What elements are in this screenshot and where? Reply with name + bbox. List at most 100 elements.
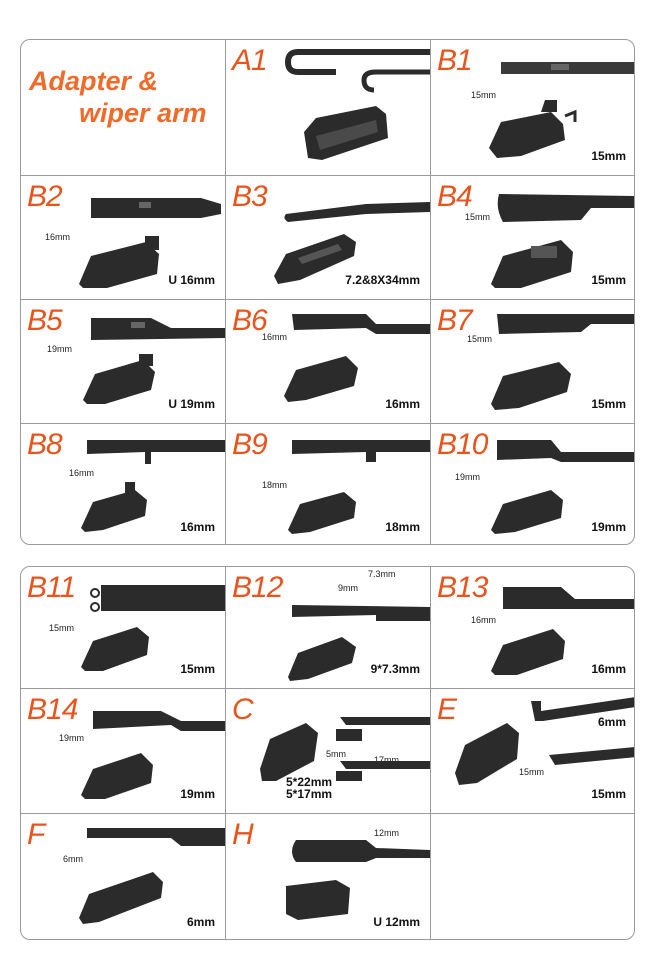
adapter-cell-f: F 6mm 6mm: [21, 814, 226, 939]
arm-adapter-illustration: [81, 585, 225, 671]
size-label: 6mm: [597, 715, 626, 729]
adapter-code: H: [232, 818, 254, 851]
arm-adapter-illustration: [491, 440, 634, 534]
adapter-code: B11: [27, 571, 76, 604]
title-line-1: Adapter &: [29, 66, 159, 96]
adapter-cell-b6: B6 16mm 16mm: [226, 300, 431, 424]
adapter-panel-top: Adapter & wiper arm A1 B1 15mm: [20, 39, 635, 545]
arm-adapter-illustration: [491, 587, 634, 675]
adapter-code: B13: [437, 571, 488, 604]
u-hook-illustration: [286, 840, 430, 920]
size-label: 5*22mm: [286, 775, 333, 789]
size-label: U 12mm: [373, 915, 420, 929]
flat-arm-illustration: [79, 828, 225, 924]
size-label: 6mm: [186, 915, 215, 929]
arm-adapter-illustration: [288, 440, 430, 534]
adapter-cell-b10: B10 19mm 19mm: [431, 424, 634, 544]
adapter-cell-h: H 12mm U 12mm: [226, 814, 431, 939]
size-label: 16mm: [385, 397, 420, 411]
dimension-label: 5mm: [326, 749, 346, 759]
size-label: 15mm: [591, 787, 626, 801]
arm-adapter-illustration: [284, 314, 430, 402]
dimension-label: 16mm: [262, 332, 288, 342]
adapter-cell-b7: B7 15mm 15mm: [431, 300, 634, 424]
adapter-cell-b14: B14 19mm 19mm: [21, 689, 226, 814]
dimension-label: 15mm: [467, 334, 493, 344]
arm-adapter-illustration: [491, 314, 634, 410]
adapter-cell-b4: B4 15mm 15mm: [431, 176, 634, 300]
dimension-label: 19mm: [59, 733, 85, 743]
size-label: 15mm: [591, 397, 626, 411]
dimension-label: 6mm: [63, 854, 83, 864]
dimension-label: 16mm: [69, 468, 95, 478]
adapter-code: B8: [27, 428, 63, 461]
adapter-code: E: [437, 693, 457, 726]
adapter-code: B1: [437, 44, 473, 77]
dimension-label: 9mm: [338, 583, 358, 593]
adapter-code: B2: [27, 180, 63, 213]
bayonet-arm-illustration: [455, 697, 634, 785]
adapter-cell-b1: B1 15mm 15mm: [431, 40, 634, 176]
adapter-cell-b11: B11 15mm 15mm: [21, 567, 226, 689]
size-label: 16mm: [180, 520, 215, 534]
size-label: 19mm: [180, 787, 215, 801]
dimension-label: 15mm: [519, 767, 545, 777]
dimension-label: 19mm: [455, 472, 481, 482]
size-label: 9*7.3mm: [370, 662, 420, 676]
adapter-code: B3: [232, 180, 268, 213]
arm-adapter-illustration: [81, 711, 225, 799]
size-label: 5*17mm: [286, 787, 333, 801]
adapter-code: B7: [437, 304, 473, 337]
hook-arm-illustration: [284, 49, 430, 160]
flat-arm-illustration: [288, 605, 430, 681]
size-label: U 16mm: [168, 273, 215, 287]
adapter-code: C: [232, 693, 254, 726]
adapter-code: B12: [232, 571, 283, 604]
size-label: 15mm: [180, 662, 215, 676]
adapter-cell-e: E 15mm 6mm 15mm: [431, 689, 634, 814]
size-label: U 19mm: [168, 397, 215, 411]
adapter-panel-bottom: B11 15mm 15mm B12 7.3mm 9mm 9*7.3mm B13: [20, 566, 635, 940]
pin-arm-illustration: [274, 202, 430, 284]
adapter-code: B5: [27, 304, 63, 337]
arm-adapter-illustration: [79, 198, 221, 288]
adapter-cell-b2: B2 16mm U 16mm: [21, 176, 226, 300]
dimension-label: 15mm: [465, 212, 491, 222]
dimension-label: 19mm: [47, 344, 73, 354]
size-label: 18mm: [385, 520, 420, 534]
adapter-cell-b3: B3 7.2&8X34mm: [226, 176, 431, 300]
adapter-code: A1: [232, 44, 268, 77]
adapter-code: F: [27, 818, 45, 851]
adapter-cell-c: C 22mm 5mm 17mm 5*22mm 5*17mm: [226, 689, 431, 814]
adapter-cell-a1: A1: [226, 40, 431, 176]
adapter-code: B10: [437, 428, 488, 461]
adapter-code: B4: [437, 180, 473, 213]
adapter-cell-b8: B8 16mm 16mm: [21, 424, 226, 544]
dimension-label: 16mm: [45, 232, 71, 242]
title-cell: Adapter & wiper arm: [21, 40, 226, 176]
size-label: 16mm: [591, 662, 626, 676]
size-label: 15mm: [591, 149, 626, 163]
side-pin-illustration: [260, 717, 430, 781]
dimension-label: 7.3mm: [368, 569, 396, 579]
size-label: 15mm: [591, 273, 626, 287]
arm-adapter-illustration: [489, 62, 634, 158]
dimension-label: 17mm: [374, 755, 400, 765]
dimension-label: 12mm: [374, 828, 400, 838]
adapter-code: B14: [27, 693, 78, 726]
adapter-cell-b5: B5 19mm U 19mm: [21, 300, 226, 424]
adapter-cell-b13: B13 16mm 16mm: [431, 567, 634, 689]
empty-cell: [431, 814, 634, 939]
arm-adapter-illustration: [81, 440, 225, 532]
dimension-label: 15mm: [49, 623, 75, 633]
title-line-2: wiper arm: [79, 98, 207, 128]
adapter-code: B9: [232, 428, 268, 461]
adapter-cell-b9: B9 18mm 18mm: [226, 424, 431, 544]
size-label: 7.2&8X34mm: [345, 273, 420, 287]
dimension-label: 18mm: [262, 480, 288, 490]
arm-adapter-illustration: [491, 194, 634, 288]
arm-adapter-illustration: [83, 318, 225, 404]
dimension-label: 15mm: [471, 90, 497, 100]
size-label: 19mm: [591, 520, 626, 534]
adapter-cell-b12: B12 7.3mm 9mm 9*7.3mm: [226, 567, 431, 689]
